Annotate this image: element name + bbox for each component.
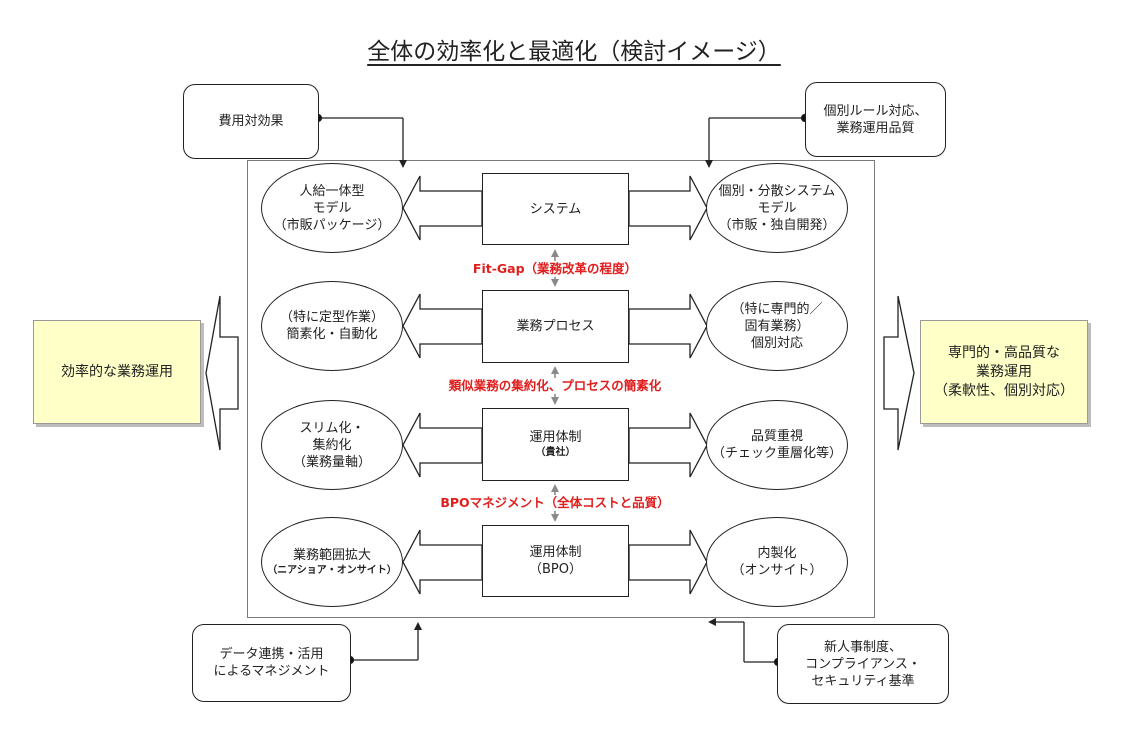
ellipse-label: 人給一体型 モデル （市販パッケージ） <box>273 183 391 233</box>
connector-label-fit-gap: Fit-Gap（業務改革の程度） <box>420 261 690 277</box>
callout-data-management: データ連携・活用 によるマネジメント <box>192 624 351 702</box>
right-ellipse-system: 個別・分散システム モデル （市販・独自開発） <box>706 163 848 253</box>
ellipse-label: 個別・分散システム モデル （市販・独自開発） <box>718 183 836 233</box>
row4-left-arrow <box>402 529 483 595</box>
row1-left-arrow <box>402 175 483 241</box>
center-box-process: 業務プロセス <box>482 290 629 363</box>
left-ellipse-process: （特に定型作業） 簡素化・自動化 <box>261 281 403 371</box>
ellipse-label: スリム化・ 集約化 （業務量軸） <box>292 420 371 470</box>
left-ellipse-operation-bpo: 業務範囲拡大 （ニアショア・オンサイト） <box>261 517 403 607</box>
center-box-label: 運用体制 <box>529 545 582 560</box>
callout-connector-rules <box>705 113 810 168</box>
callout-connector-data <box>345 622 422 665</box>
center-box-sublabel: （BPO） <box>529 562 582 577</box>
right-ellipse-operation-internal: 品質重視 （チェック重層化等） <box>706 400 848 490</box>
center-box-system: システム <box>482 173 629 245</box>
page-title: 全体の効率化と最適化（検討イメージ） <box>367 39 781 65</box>
ellipse-label: （特に定型作業） 簡素化・自動化 <box>279 310 384 342</box>
right-ellipse-process: （特に専門的／ 固有業務） 個別対応 <box>706 281 848 371</box>
diagram-frame <box>247 160 875 618</box>
ellipse-label: （特に専門的／ 固有業務） 個別対応 <box>731 301 823 351</box>
center-box-label: 業務プロセス <box>516 319 595 334</box>
side-box-efficient-operation: 効率的な業務運用 <box>33 320 201 424</box>
callout-hr-compliance: 新人事制度、 コンプライアンス・ セキュリティ基準 <box>777 624 949 704</box>
left-ellipse-operation-internal: スリム化・ 集約化 （業務量軸） <box>261 400 403 490</box>
row1-right-arrow <box>628 175 708 241</box>
row3-right-arrow <box>628 412 708 478</box>
row3-left-arrow <box>402 412 483 478</box>
row4-right-arrow <box>628 529 708 595</box>
side-box-professional-operation: 専門的・高品質な 業務運用 （柔軟性、個別対応） <box>920 320 1088 424</box>
connector-label-bpo-management: BPOマネジメント（全体コストと品質） <box>410 495 700 511</box>
callout-connector-hr <box>708 618 783 667</box>
callout-individual-rules: 個別ルール対応、 業務運用品質 <box>805 82 946 157</box>
left-side-arrow <box>205 295 239 451</box>
left-ellipse-system: 人給一体型 モデル （市販パッケージ） <box>261 163 403 253</box>
ellipse-sublabel: （ニアショア・オンサイト） <box>267 564 397 576</box>
center-box-operation-bpo: 運用体制 （BPO） <box>482 525 629 597</box>
ellipse-label: 品質重視 （チェック重層化等） <box>711 429 842 461</box>
center-box-label: システム <box>529 201 582 217</box>
connector-label-consolidation: 類似業務の集約化、プロセスの簡素化 <box>410 378 700 394</box>
ellipse-label: 業務範囲拡大 <box>292 547 371 563</box>
callout-cost-effectiveness: 費用対効果 <box>183 84 319 159</box>
ellipse-label: 内製化 （オンサイト） <box>731 546 823 578</box>
center-box-label: 運用体制 <box>529 430 582 445</box>
right-ellipse-operation-bpo: 内製化 （オンサイト） <box>706 517 848 607</box>
row2-right-arrow <box>628 293 708 359</box>
center-box-operation-internal: 運用体制 （貴社） <box>482 408 629 481</box>
row2-left-arrow <box>402 293 483 359</box>
center-box-sublabel: （貴社） <box>535 447 576 458</box>
callout-connector-cost <box>313 113 407 168</box>
right-side-arrow <box>883 295 915 451</box>
